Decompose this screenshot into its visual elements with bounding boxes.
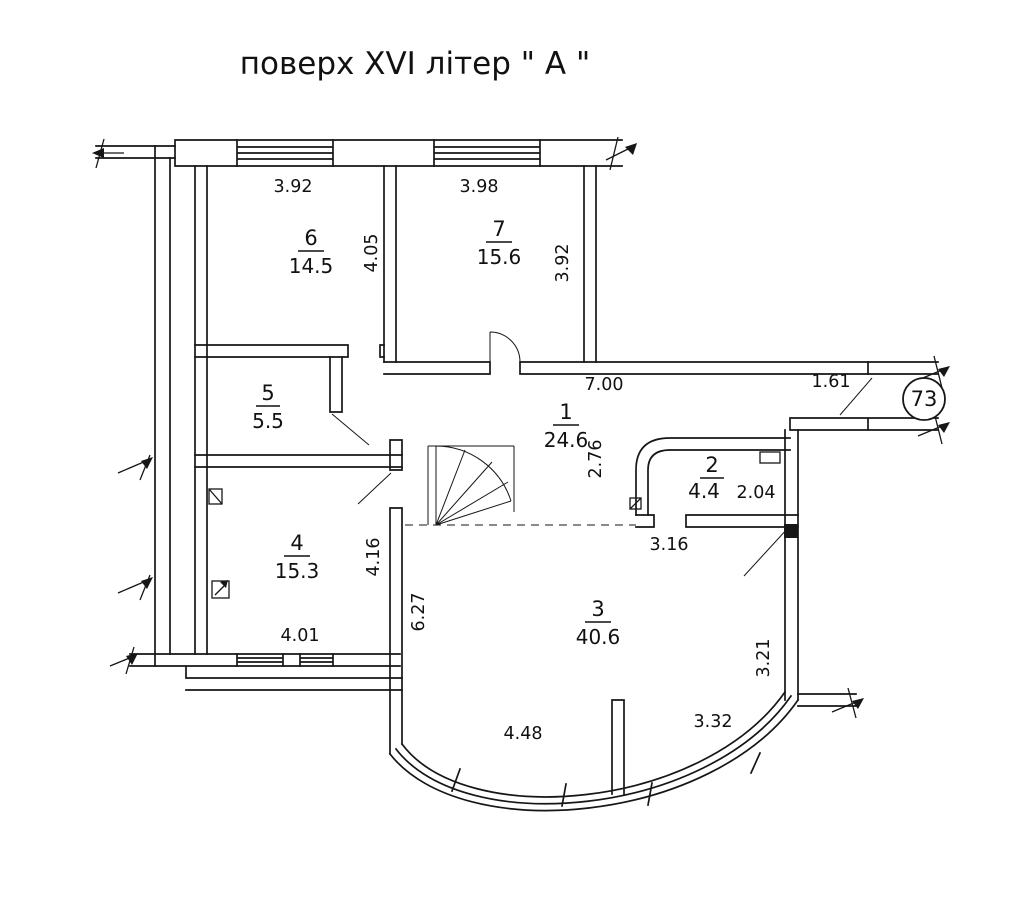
dim-room7-width: 3.98: [460, 177, 499, 197]
dim-entry-width: 1.61: [812, 372, 851, 392]
wall-bottom-right-stub: [797, 693, 857, 707]
door-room3: [743, 527, 789, 577]
door-entry: [839, 377, 873, 416]
break-arrow-top-right: [605, 136, 637, 171]
wall-left-inner: [194, 165, 208, 655]
wall-room7-right: [583, 165, 597, 363]
details: [331, 331, 873, 577]
dim-room3-width-left: 4.48: [504, 724, 543, 744]
dim-hall-depth: 2.76: [586, 440, 606, 479]
wall-room5-room6-divider: [194, 344, 385, 358]
duct-symbol: [759, 451, 781, 464]
room-3-area: 40.6: [576, 625, 621, 649]
staircase: [427, 445, 515, 526]
room-6-area: 14.5: [289, 254, 334, 278]
door-room4: [357, 472, 392, 505]
dim-hall-width: 7.00: [585, 375, 624, 395]
break-arrow-left-1: [117, 454, 153, 481]
dim-room4-depth: 4.16: [364, 538, 384, 577]
room-4-number: 4: [290, 531, 303, 555]
break-arrow-bottom-right: [831, 687, 864, 719]
wall-bottom-left: [129, 653, 403, 691]
door-room7: [489, 331, 521, 363]
wall-pier: [611, 699, 625, 795]
window-top-left: [236, 139, 334, 167]
wall-entry-bottom: [789, 361, 939, 431]
vent-symbol-1: [208, 488, 223, 505]
room-7-number: 7: [492, 217, 505, 241]
dim-room7-depth: 3.92: [553, 244, 573, 283]
wall-bottom-arc: [388, 690, 800, 812]
wall-room2-bottom: [635, 514, 799, 528]
room-6-number: 6: [304, 226, 317, 250]
window-top-right: [433, 139, 541, 167]
room-5-area: 5.5: [252, 409, 284, 433]
vent-symbol-2-diagonal: [629, 497, 642, 510]
dim-room3-width-right: 3.32: [694, 712, 733, 732]
dim-room3-right-depth: 3.21: [754, 639, 774, 678]
fan-symbol-arrowhead: [220, 580, 228, 588]
dim-room4-width: 4.01: [281, 626, 320, 646]
room-1-area: 24.6: [544, 428, 589, 452]
dim-opening-width: 3.16: [650, 535, 689, 555]
wall-room4-top: [194, 454, 403, 468]
room-labels: 6 14.5 7 15.6 5 5.5 1 24.6 2 4.4 4 15.3: [252, 217, 724, 649]
walls: [95, 139, 939, 812]
room-2-label: 2 4.4: [688, 453, 724, 503]
room-5-label: 5 5.5: [252, 381, 284, 433]
window-bottom-left: [236, 653, 334, 667]
wall-top-left-stub: [95, 145, 176, 159]
room-1-label: 1 24.6: [544, 400, 589, 452]
room-4-label: 4 15.3: [275, 531, 320, 583]
floor-title: поверх XVI літер " А ": [240, 46, 590, 82]
dim-room3-left-depth: 6.27: [409, 593, 429, 632]
wall-room5-right: [329, 356, 343, 413]
door-room5: [331, 413, 370, 446]
vent-symbol-1-diagonal: [208, 488, 223, 505]
wall-room4-right: [389, 439, 403, 755]
fan-symbol: [211, 580, 230, 599]
room-6-label: 6 14.5: [289, 226, 334, 278]
room-3-number: 3: [591, 597, 604, 621]
apartment-number: 73: [911, 387, 938, 411]
apartment-number-circle: [902, 377, 946, 421]
dimension-labels: 3.92 3.98 4.05 3.92 7.00 1.61 2.76 2.04 …: [274, 177, 851, 744]
door-room3-hinge: [784, 524, 798, 538]
room-4-area: 15.3: [275, 559, 320, 583]
dim-room6-width: 3.92: [274, 177, 313, 197]
dim-room2-width: 2.04: [737, 483, 776, 503]
room-2-number: 2: [705, 453, 718, 477]
room-3-label: 3 40.6: [576, 597, 621, 649]
break-arrow-left-2: [117, 574, 153, 601]
room-5-number: 5: [261, 381, 274, 405]
room-2-area: 4.4: [688, 479, 720, 503]
room-1-number: 1: [559, 400, 572, 424]
wall-top: [174, 139, 623, 167]
wall-room2-curved: [635, 437, 791, 516]
vent-symbol-2: [629, 497, 642, 510]
arc-window-ticks: [450, 751, 762, 807]
section-break-marks: [92, 136, 950, 719]
wall-room6-room7-divider: [383, 165, 397, 363]
break-arrow-top-left: [92, 138, 124, 169]
room-7-label: 7 15.6: [477, 217, 522, 269]
break-arrow-bottom-left: [109, 646, 138, 675]
wall-left-outer: [154, 145, 171, 667]
dim-room6-depth: 4.05: [362, 234, 382, 273]
apartment-number-badge: 73: [902, 377, 946, 421]
room-7-area: 15.6: [477, 245, 522, 269]
wall-hall-top: [383, 361, 939, 375]
wall-room3-right: [784, 429, 799, 701]
